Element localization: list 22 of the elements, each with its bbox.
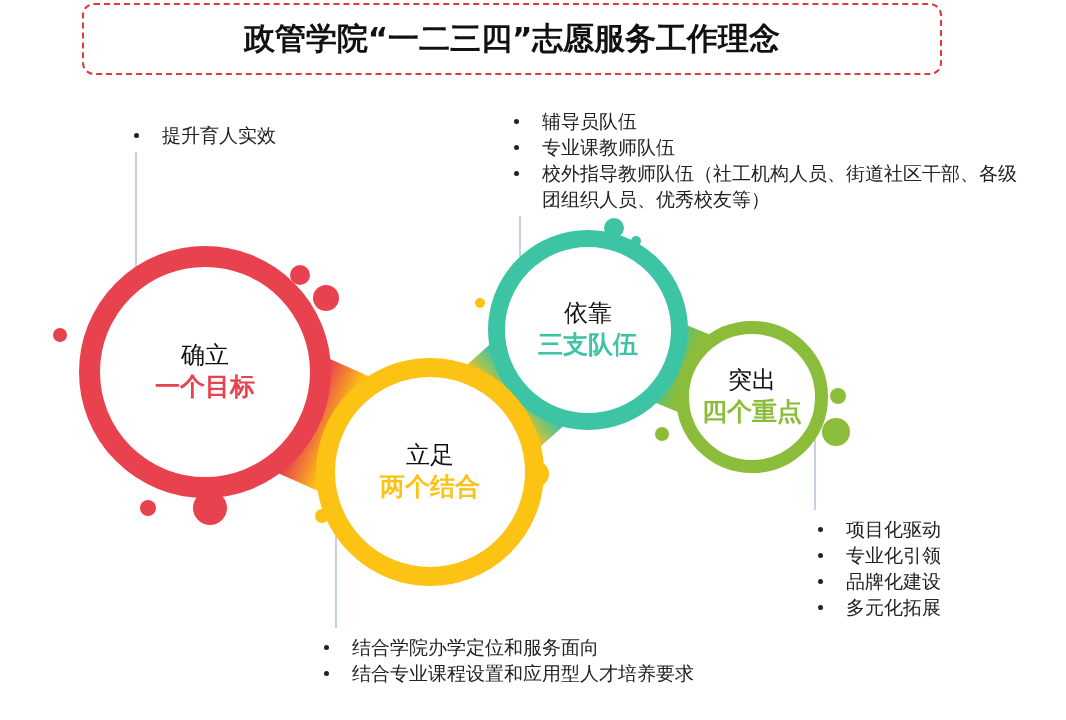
list-item: 专业课教师队伍 [542,136,675,158]
list-item: 项目化驱动 [846,518,941,540]
circle-subheading: 四个重点 [702,396,802,429]
circle-heading: 突出 [728,365,776,397]
leader-line [135,151,137,268]
leader-line [519,215,521,258]
circle-subheading: 两个结合 [380,471,480,504]
list-item: 提升育人实效 [162,124,276,146]
circle-heading: 依靠 [564,298,612,330]
leader-line [335,535,337,629]
circle-subheading: 三支队伍 [538,329,638,362]
list-item: 结合学院办学定位和服务面向 [352,636,599,658]
circle-heading: 确立 [181,340,229,372]
circle-subheading: 一个目标 [155,371,255,404]
list-item: 辅导员队伍 [542,110,637,132]
list-item: 校外指导教师队伍（社工机构人员、街道社区干部、各级团组织人员、优秀校友等） [542,162,1017,210]
list-item: 多元化拓展 [846,596,941,618]
list-item: 品牌化建设 [846,570,941,592]
list-item: 结合专业课程设置和应用型人才培养要求 [352,662,694,684]
title: 政管学院“一二三四”志愿服务工作理念 [82,3,942,75]
circle-heading: 立足 [406,440,454,472]
list-item: 专业化引领 [846,544,941,566]
